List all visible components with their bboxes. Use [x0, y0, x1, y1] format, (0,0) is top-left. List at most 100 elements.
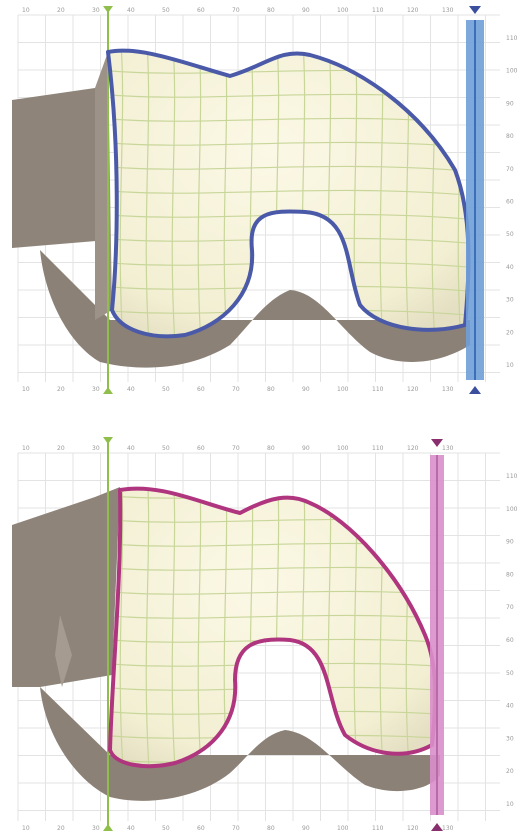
x-tick-label: 80 — [267, 445, 275, 452]
x-tick-label: 60 — [197, 825, 205, 832]
x-tick-label: 30 — [92, 386, 100, 393]
y-tick-label: 40 — [506, 264, 514, 271]
x-tick-label: 120 — [407, 386, 419, 393]
mesh-line — [119, 50, 125, 337]
x-tick-label: 120 — [407, 825, 419, 832]
x-tick-label: 130 — [442, 386, 454, 393]
y-tick-label: 10 — [506, 801, 514, 808]
y-tick-label: 60 — [506, 199, 514, 206]
x-tick-label: 60 — [197, 7, 205, 14]
reference-bottom-marker-icon — [103, 824, 113, 831]
y-tick-label: 10 — [506, 362, 514, 369]
bar-top-marker-icon — [431, 439, 443, 447]
x-tick-label: 70 — [232, 386, 240, 393]
mesh-line — [108, 189, 469, 197]
y-tick-label: 100 — [506, 506, 518, 513]
y-tick-label: 30 — [506, 297, 514, 304]
y-tick-label: 90 — [506, 100, 514, 107]
x-tick-label: 20 — [57, 825, 65, 832]
x-tick-label: 90 — [302, 7, 310, 14]
x-tick-label: 10 — [22, 7, 30, 14]
x-tick-label: 30 — [92, 445, 100, 452]
x-tick-label: 40 — [127, 386, 135, 393]
y-tick-label: 50 — [506, 670, 514, 677]
y-tick-label: 60 — [506, 637, 514, 644]
x-axis-tick-labels: 1010202030304040505060607070808090901001… — [22, 7, 454, 393]
y-tick-label: 110 — [506, 35, 518, 42]
bar-bottom-marker-icon — [469, 386, 481, 394]
y-tick-label: 80 — [506, 571, 514, 578]
x-tick-label: 50 — [162, 825, 170, 832]
mesh-line — [108, 141, 469, 149]
x-tick-label: 30 — [92, 825, 100, 832]
x-tick-label: 50 — [162, 386, 170, 393]
x-tick-label: 90 — [302, 386, 310, 393]
x-tick-label: 70 — [232, 7, 240, 14]
x-tick-label: 10 — [22, 825, 30, 832]
contour-outline — [106, 48, 471, 339]
x-tick-label: 90 — [302, 825, 310, 832]
x-tick-label: 40 — [127, 445, 135, 452]
x-tick-label: 80 — [267, 386, 275, 393]
x-tick-label: 60 — [197, 386, 205, 393]
reference-top-marker-icon — [103, 6, 113, 13]
x-tick-label: 100 — [337, 445, 349, 452]
y-tick-label: 20 — [506, 768, 514, 775]
x-tick-label: 40 — [127, 7, 135, 14]
x-tick-label: 20 — [57, 386, 65, 393]
reference-top-marker-icon — [103, 437, 113, 444]
x-tick-label: 80 — [267, 825, 275, 832]
y-tick-label: 50 — [506, 231, 514, 238]
x-tick-label: 100 — [337, 386, 349, 393]
y-tick-label: 90 — [506, 539, 514, 546]
x-tick-label: 120 — [407, 445, 419, 452]
y-tick-label: 110 — [506, 473, 518, 480]
y-tick-label: 80 — [506, 133, 514, 140]
x-tick-label: 70 — [232, 825, 240, 832]
x-tick-label: 100 — [337, 825, 349, 832]
x-tick-label: 110 — [372, 445, 384, 452]
mesh-line — [145, 488, 151, 767]
x-tick-label: 60 — [197, 445, 205, 452]
y-tick-label: 70 — [506, 604, 514, 611]
x-tick-label: 40 — [127, 825, 135, 832]
femur-diagram-bottom-svg: 1010202030304040505060607070808090901001… — [12, 437, 518, 832]
x-tick-label: 120 — [407, 7, 419, 14]
y-tick-label: 40 — [506, 703, 514, 710]
x-tick-label: 20 — [57, 445, 65, 452]
reference-bottom-marker-icon — [103, 387, 113, 394]
mesh-line — [458, 455, 462, 785]
femur-bone-shadow — [12, 487, 440, 801]
y-tick-label: 20 — [506, 329, 514, 336]
x-tick-label: 110 — [372, 825, 384, 832]
x-axis-tick-labels: 1010202030304040505060607070808090901001… — [22, 445, 454, 832]
y-axis-tick-labels: 110 100 90 80 70 60 50 40 30 20 10 — [506, 35, 518, 369]
x-tick-label: 20 — [57, 7, 65, 14]
x-tick-label: 50 — [162, 445, 170, 452]
x-tick-label: 70 — [232, 445, 240, 452]
mesh-line — [171, 50, 177, 337]
x-tick-label: 90 — [302, 445, 310, 452]
x-tick-label: 110 — [372, 386, 384, 393]
mesh-line — [108, 165, 469, 173]
femur-diagram-top-svg: 1010202030304040505060607070808090901001… — [12, 6, 518, 394]
x-tick-label: 130 — [442, 7, 454, 14]
x-tick-label: 10 — [22, 386, 30, 393]
y-tick-label: 100 — [506, 68, 518, 75]
bar-bottom-marker-icon — [431, 823, 443, 831]
x-tick-label: 30 — [92, 7, 100, 14]
x-tick-label: 130 — [442, 445, 454, 452]
mesh-line — [145, 50, 151, 337]
cartilage-surface — [110, 488, 436, 767]
x-tick-label: 50 — [162, 7, 170, 14]
contour-outline — [108, 486, 438, 769]
x-tick-label: 100 — [337, 7, 349, 14]
bar-top-marker-icon — [469, 6, 481, 14]
y-tick-label: 70 — [506, 166, 514, 173]
x-tick-label: 130 — [442, 825, 454, 832]
x-tick-label: 110 — [372, 7, 384, 14]
y-axis-tick-labels: 110 100 90 80 70 60 50 40 30 20 10 — [506, 473, 518, 808]
y-tick-label: 30 — [506, 735, 514, 742]
